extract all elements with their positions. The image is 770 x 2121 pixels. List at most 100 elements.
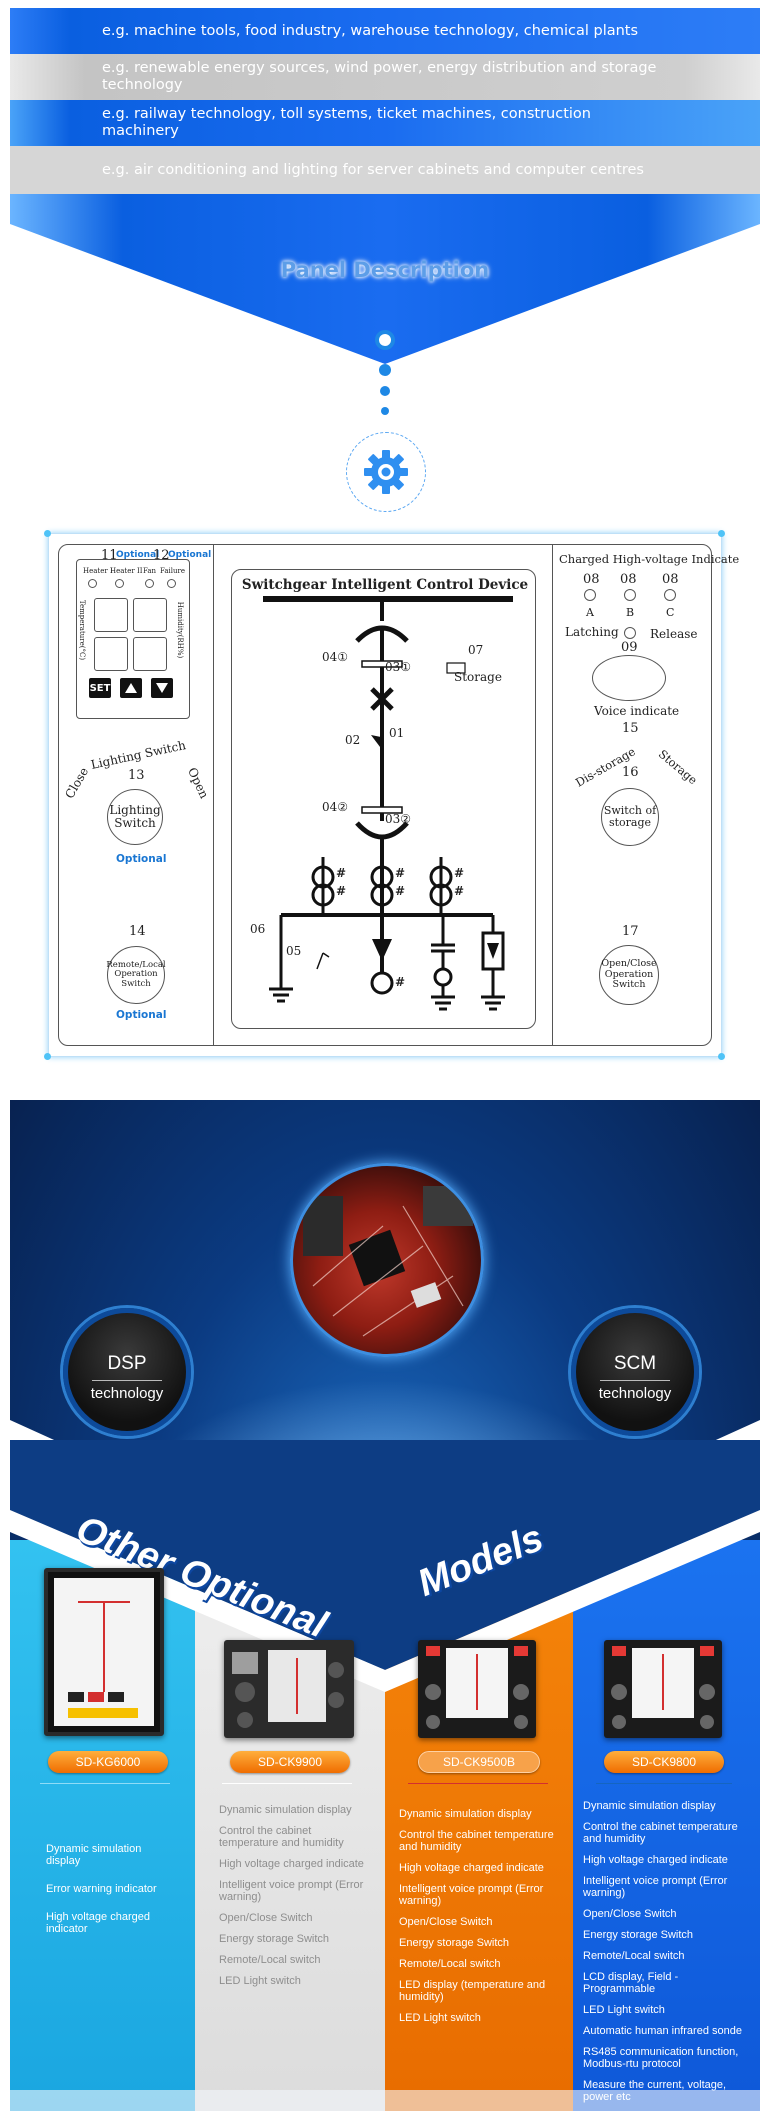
set-button[interactable]: SET (89, 678, 111, 698)
phase-c-label: C (666, 606, 675, 619)
optional-label: Optional (168, 550, 212, 560)
charged-indicate-title: Charged High-voltage Indicate (559, 552, 740, 566)
label-07: 07 (468, 643, 484, 657)
feature-item: Open/Close Switch (583, 1908, 677, 1920)
heater-2-label: Heater II (110, 567, 143, 575)
label-09: 09 (621, 640, 638, 655)
label-08-c: 08 (662, 572, 679, 587)
badge-divider (600, 1380, 670, 1381)
phase-a-label: A (586, 606, 594, 619)
feature-item: Intelligent voice prompt (Error warning) (583, 1875, 728, 1899)
humidity-display (133, 598, 167, 632)
humidity-label: Humidity(RH%) (176, 601, 185, 659)
feature-list-ck9800: Dynamic simulation display Control the c… (583, 1800, 753, 2112)
down-button[interactable] (151, 678, 173, 698)
label-03-2: 03② (385, 812, 412, 826)
band-text: e.g. railway technology, toll systems, t… (102, 106, 591, 139)
device-ck9900-icon (232, 1650, 344, 1728)
frame-dot (718, 1053, 725, 1060)
feature-item: Remote/Local switch (399, 1958, 501, 1970)
voice-speaker (592, 655, 666, 701)
fan-label: Fan (143, 567, 157, 575)
feature-item: Remote/Local switch (583, 1950, 685, 1962)
scm-name: SCM (613, 1353, 657, 1374)
label-02: 02 (345, 733, 361, 747)
connector-dot (375, 330, 395, 350)
band-text: e.g. renewable energy sources, wind powe… (102, 60, 657, 93)
label-15: 15 (622, 721, 639, 736)
single-line-diagram (263, 596, 513, 1011)
feature-item: High voltage charged indicate (399, 1862, 544, 1874)
pill-underline (596, 1783, 732, 1784)
dsp-sub: technology (90, 1385, 164, 1402)
application-band-2: e.g. renewable energy sources, wind powe… (10, 54, 760, 100)
control-keypad (76, 559, 190, 719)
divider (213, 544, 214, 1046)
hash-label: # (395, 866, 406, 880)
temperature-display-2 (94, 637, 128, 671)
feature-item: LCD display, Field - Programmable (583, 1971, 679, 1995)
device-ck9800-icon (611, 1646, 715, 1729)
feature-list-ck9500b: Dynamic simulation display Control the c… (399, 1808, 564, 2033)
feature-item: Open/Close Switch (399, 1916, 493, 1928)
feature-list-ck9900: Dynamic simulation display Control the c… (219, 1804, 369, 1996)
connector-dot (380, 386, 390, 396)
feature-item: Measure the current, voltage, power etc (583, 2079, 727, 2103)
section-header-triangle (10, 194, 760, 364)
latching-label: Latching (565, 625, 619, 639)
phase-a-lamp (584, 589, 596, 601)
model-name-kg6000: SD-KG6000 (48, 1751, 168, 1773)
storage-switch[interactable]: Switch of storage (601, 788, 659, 846)
dsp-badge: DSP technology (63, 1308, 191, 1436)
connector-dot (381, 407, 389, 415)
band-text: e.g. air conditioning and lighting for s… (102, 161, 644, 178)
band-text: e.g. machine tools, food industry, wareh… (102, 22, 639, 39)
remote-local-switch[interactable]: Remote/Local Operation Switch (106, 946, 166, 1004)
pill-underline (408, 1783, 548, 1784)
hash-label: # (454, 866, 465, 880)
optional-label: Optional (116, 550, 160, 560)
frame-dot (44, 530, 51, 537)
phase-b-lamp (624, 589, 636, 601)
feature-item: Control the cabinet temperature and humi… (583, 1821, 738, 1845)
feature-item: High voltage charged indicator (46, 1911, 150, 1935)
label-08-a: 08 (583, 572, 600, 587)
arrow-up-icon (125, 683, 137, 693)
release-label: Release (650, 627, 698, 641)
scm-sub: technology (598, 1385, 672, 1402)
label-13: 13 (128, 768, 145, 783)
label-04-1: 04① (322, 650, 349, 664)
open-close-switch[interactable]: Open/Close Operation Switch (599, 945, 659, 1005)
circuit-board-icon (303, 1186, 473, 1337)
label-16: 16 (622, 765, 639, 780)
phase-c-lamp (664, 589, 676, 601)
application-band-4: e.g. air conditioning and lighting for s… (10, 146, 760, 194)
device-image-kg6000 (44, 1568, 164, 1736)
application-band-1: e.g. machine tools, food industry, wareh… (10, 8, 760, 54)
device-ck9500b-icon (425, 1646, 529, 1729)
humidity-display-2 (133, 637, 167, 671)
up-button[interactable] (120, 678, 142, 698)
feature-list-kg6000: Dynamic simulation display Error warning… (46, 1843, 176, 1944)
feature-item: Energy storage Switch (583, 1929, 694, 1941)
feature-item: Intelligent voice prompt (Error warning) (399, 1883, 544, 1907)
model-name-ck9800: SD-CK9800 (604, 1751, 724, 1773)
heater-1-label: Heater I (83, 567, 113, 575)
temperature-display (94, 598, 128, 632)
lighting-switch[interactable]: Lighting Switch (107, 789, 163, 845)
feature-item: LED display (temperature and humidity) (399, 1979, 546, 2003)
label-04-2: 04② (322, 800, 349, 814)
hash-label: # (454, 884, 465, 898)
label-17: 17 (622, 924, 639, 939)
pill-underline (40, 1783, 170, 1784)
pill-underline (222, 1783, 352, 1784)
failure-label: Failure (160, 567, 186, 575)
feature-item: Energy storage Switch (219, 1933, 330, 1945)
label-08-b: 08 (620, 572, 637, 587)
frame-dot (44, 1053, 51, 1060)
label-05: 05 (286, 944, 302, 958)
badge-divider (92, 1380, 162, 1381)
feature-item: Remote/Local switch (219, 1954, 321, 1966)
gear-ring (346, 432, 426, 512)
dsp-name: DSP (107, 1353, 147, 1374)
